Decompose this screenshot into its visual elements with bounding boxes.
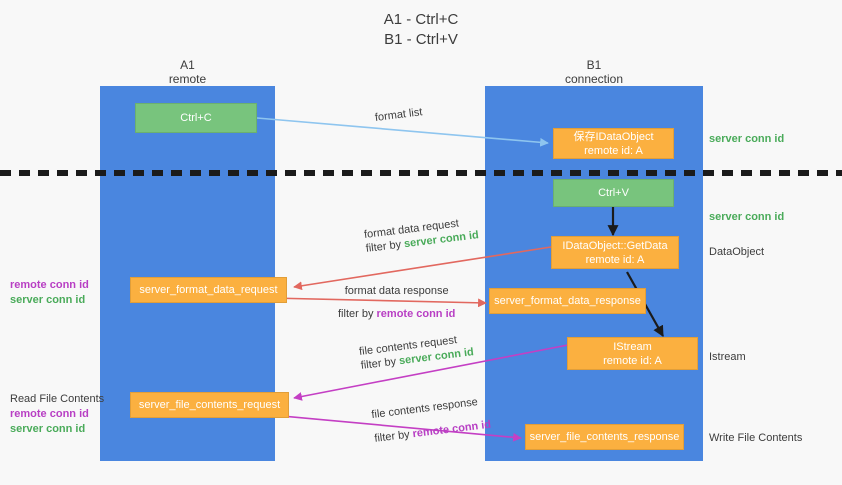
edge-label-format-data-response-line2: filter by remote conn id [338,307,455,321]
lane-header-b1: B1 connection [485,58,703,86]
node-save-idataobject[interactable]: 保存IDataObject remote id: A [553,128,674,159]
node-getdata-line2: remote id: A [585,253,645,266]
node-ctrl-v-label: Ctrl+V [598,187,629,199]
edge-label-file-contents-response-prefix: filter by [373,428,414,445]
annotation-server-conn-id-2: server conn id [709,211,785,223]
node-istream-line1: IStream [613,340,652,353]
annotation-read-file-server-conn-id: server conn id [10,423,86,435]
annotation-read-file-contents: Read File Contents remote conn id server… [10,392,104,437]
title-line-1: A1 - Ctrl+C [383,11,459,28]
node-server-format-data-response-label: server_format_data_response [494,295,641,307]
edge-label-format-list: format list [374,105,423,125]
node-ctrl-c-label: Ctrl+C [180,112,212,124]
edge-label-format-data-request-prefix: filter by [365,238,405,255]
edge-label-format-data-response-prefix: filter by [338,308,377,320]
node-server-file-contents-response[interactable]: server_file_contents_response [525,424,684,450]
annotation-format-server-conn-id: server conn id [10,294,86,306]
node-server-format-data-request-label: server_format_data_request [139,284,278,296]
node-getdata-line1: IDataObject::GetData [562,239,668,252]
node-server-file-contents-request-label: server_file_contents_request [138,399,281,411]
annotation-format-conn-ids: remote conn id server conn id [10,278,89,308]
edge-label-format-list-text: format list [374,106,424,124]
node-save-idataobject-line2: remote id: A [584,144,643,157]
annotation-read-file-contents-heading: Read File Contents [10,393,105,405]
lane-a1-sub: remote [168,72,207,86]
annotation-server-conn-id-1: server conn id [709,133,785,145]
edge-label-format-data-request: format data request filter by server con… [363,214,479,256]
edge-label-file-contents-response-line2: filter by remote conn id [374,418,492,446]
title-line-2: B1 - Ctrl+V [384,31,458,48]
node-istream-line2: remote id: A [603,354,662,367]
node-save-idataobject-line1: 保存IDataObject [573,130,654,143]
node-server-file-contents-response-label: server_file_contents_response [529,431,680,443]
edge-label-file-contents-request: file contents request filter by server c… [358,331,474,373]
edge-label-file-contents-request-prefix: filter by [360,355,400,372]
node-server-file-contents-request[interactable]: server_file_contents_request [130,392,289,418]
node-idataobject-getdata[interactable]: IDataObject::GetData remote id: A [551,236,679,269]
annotation-dataobject: DataObject [709,246,765,258]
edge-label-file-contents-response-line1: file contents response [370,396,479,422]
lane-a1-name: A1 [180,58,195,72]
annotation-format-remote-conn-id: remote conn id [10,279,89,291]
annotation-istream: Istream [709,351,746,363]
edge-label-format-data-response-line1: format data response [344,285,449,297]
node-istream[interactable]: IStream remote id: A [567,337,698,370]
edge-label-file-contents-response-token: remote conn id [411,418,492,441]
edge-label-format-data-response-token: remote conn id [376,308,456,320]
annotation-write-file-contents: Write File Contents [709,432,803,444]
lane-b1-name: B1 [586,58,602,72]
phase-separator-dashed-line [0,170,842,176]
lane-b1-sub: connection [564,72,624,86]
diagram-title: A1 - Ctrl+C B1 - Ctrl+V [0,10,842,50]
node-ctrl-v[interactable]: Ctrl+V [553,179,674,207]
annotation-read-file-remote-conn-id: remote conn id [10,408,89,420]
edge-label-file-contents-response: file contents response filter by remote … [371,394,492,446]
lane-header-a1: A1 remote [100,58,275,86]
edge-label-format-data-response: format data response filter by remote co… [338,284,455,321]
node-ctrl-c[interactable]: Ctrl+C [135,103,257,133]
node-server-format-data-request[interactable]: server_format_data_request [130,277,287,303]
node-server-format-data-response[interactable]: server_format_data_response [489,288,646,314]
